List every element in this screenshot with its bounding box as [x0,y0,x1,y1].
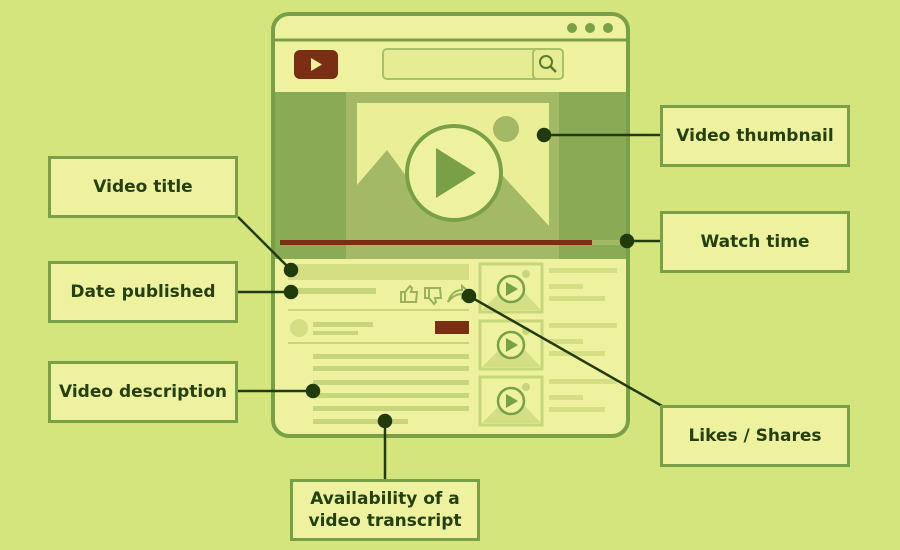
description-lines [313,354,469,424]
video-title-bar [288,264,469,280]
search-button[interactable] [532,48,564,80]
thumbs-up-icon[interactable] [400,284,419,303]
callout-likes-shares: Likes / Shares [660,405,850,467]
window-dot [603,23,613,33]
play-icon [436,148,476,198]
leader-dot [461,288,477,304]
callout-transcript-line1: Availability of a [310,489,460,509]
search-icon [539,55,557,73]
callout-watch-time: Watch time [660,211,850,273]
callout-date-published: Date published [48,261,238,323]
leader-dot [283,284,299,300]
callout-video-thumbnail: Video thumbnail [660,105,850,167]
related-video-item[interactable] [478,375,617,427]
callout-transcript: Availability of a video transcript [290,479,480,541]
video-player[interactable] [275,92,626,259]
leader-dot [283,262,299,278]
leader-title [237,216,292,271]
logo-play-icon [311,58,322,71]
related-video-item[interactable] [478,319,617,371]
callout-transcript-line2: video transcript [308,511,462,531]
channel-name-bar [313,322,373,327]
site-header [294,48,564,80]
date-bar [290,288,376,294]
channel-sub-bar [313,331,358,335]
callout-video-title: Video title [48,156,238,218]
related-video-item[interactable] [478,262,617,314]
leader-dot [619,233,635,249]
window-dot [567,23,577,33]
window-dot [585,23,595,33]
leader-dot [377,413,393,429]
progress-fill [280,240,592,245]
avatar[interactable] [290,319,308,337]
callout-video-description: Video description [48,361,238,423]
subscribe-button[interactable] [435,321,469,334]
thumbs-down-icon[interactable] [424,287,443,306]
video-info [288,264,471,424]
image-sun-icon [493,116,519,142]
leader-likes [468,294,663,408]
related-videos [478,262,617,427]
leader-dot [305,383,321,399]
leader-lines [237,127,663,481]
leader-dot [536,127,552,143]
